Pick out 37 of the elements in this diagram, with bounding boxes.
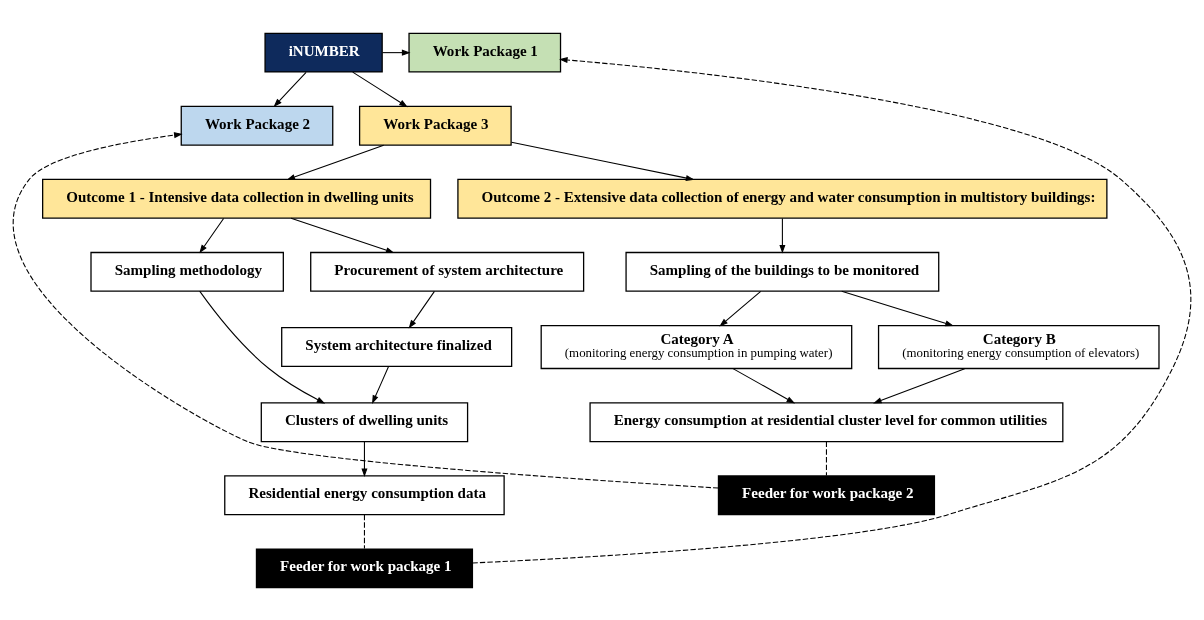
- node-box: Category A (monitoring energy consumption in pumping water): [540, 324, 853, 369]
- node-box: Procurement of system architecture: [310, 251, 585, 292]
- node-box: iNUMBER: [264, 32, 383, 73]
- arrow: [13, 131, 719, 489]
- connector: [825, 440, 827, 476]
- node-box: Outcome 2 - Extensive data collection of energy and water consumption in multistory buildings:: [457, 178, 1108, 219]
- node-box: Feeder for work package 2: [717, 474, 936, 515]
- node-box: Category B (monitoring energy consumption of elevators): [877, 324, 1160, 369]
- node-box: Sampling methodology: [90, 251, 284, 292]
- arrow: [372, 365, 390, 404]
- arrow: [286, 144, 385, 180]
- arrow: [408, 290, 435, 329]
- arrow: [290, 217, 395, 253]
- arrow: [779, 217, 786, 254]
- arrow: [381, 49, 411, 56]
- node-box: Clusters of dwelling units: [260, 401, 469, 442]
- arrow: [841, 290, 954, 326]
- node-box: Feeder for work package 1: [255, 547, 474, 588]
- node-box: Residential energy consumption data: [224, 474, 505, 515]
- arrow: [273, 71, 307, 107]
- node-box: Work Package 3: [358, 105, 512, 146]
- connector: [363, 513, 365, 549]
- arrow: [199, 217, 225, 253]
- node-box: Energy consumption at residential cluster level for common utilities: [589, 401, 1064, 442]
- node-box: Work Package 1: [408, 32, 562, 73]
- arrow: [352, 71, 408, 107]
- arrow: [873, 367, 966, 403]
- arrow: [719, 290, 762, 326]
- node-box: Sampling of the buildings to be monitored: [625, 251, 940, 292]
- arrow: [199, 290, 326, 404]
- arrow: [472, 56, 1192, 564]
- node-box: System architecture finalized: [281, 326, 513, 367]
- node-box: Outcome 1 - Intensive data collection in dwelling units: [42, 178, 432, 219]
- arrow: [361, 440, 368, 477]
- arrow: [732, 367, 796, 404]
- node-box: Work Package 2: [180, 105, 334, 146]
- arrow: [511, 141, 695, 181]
